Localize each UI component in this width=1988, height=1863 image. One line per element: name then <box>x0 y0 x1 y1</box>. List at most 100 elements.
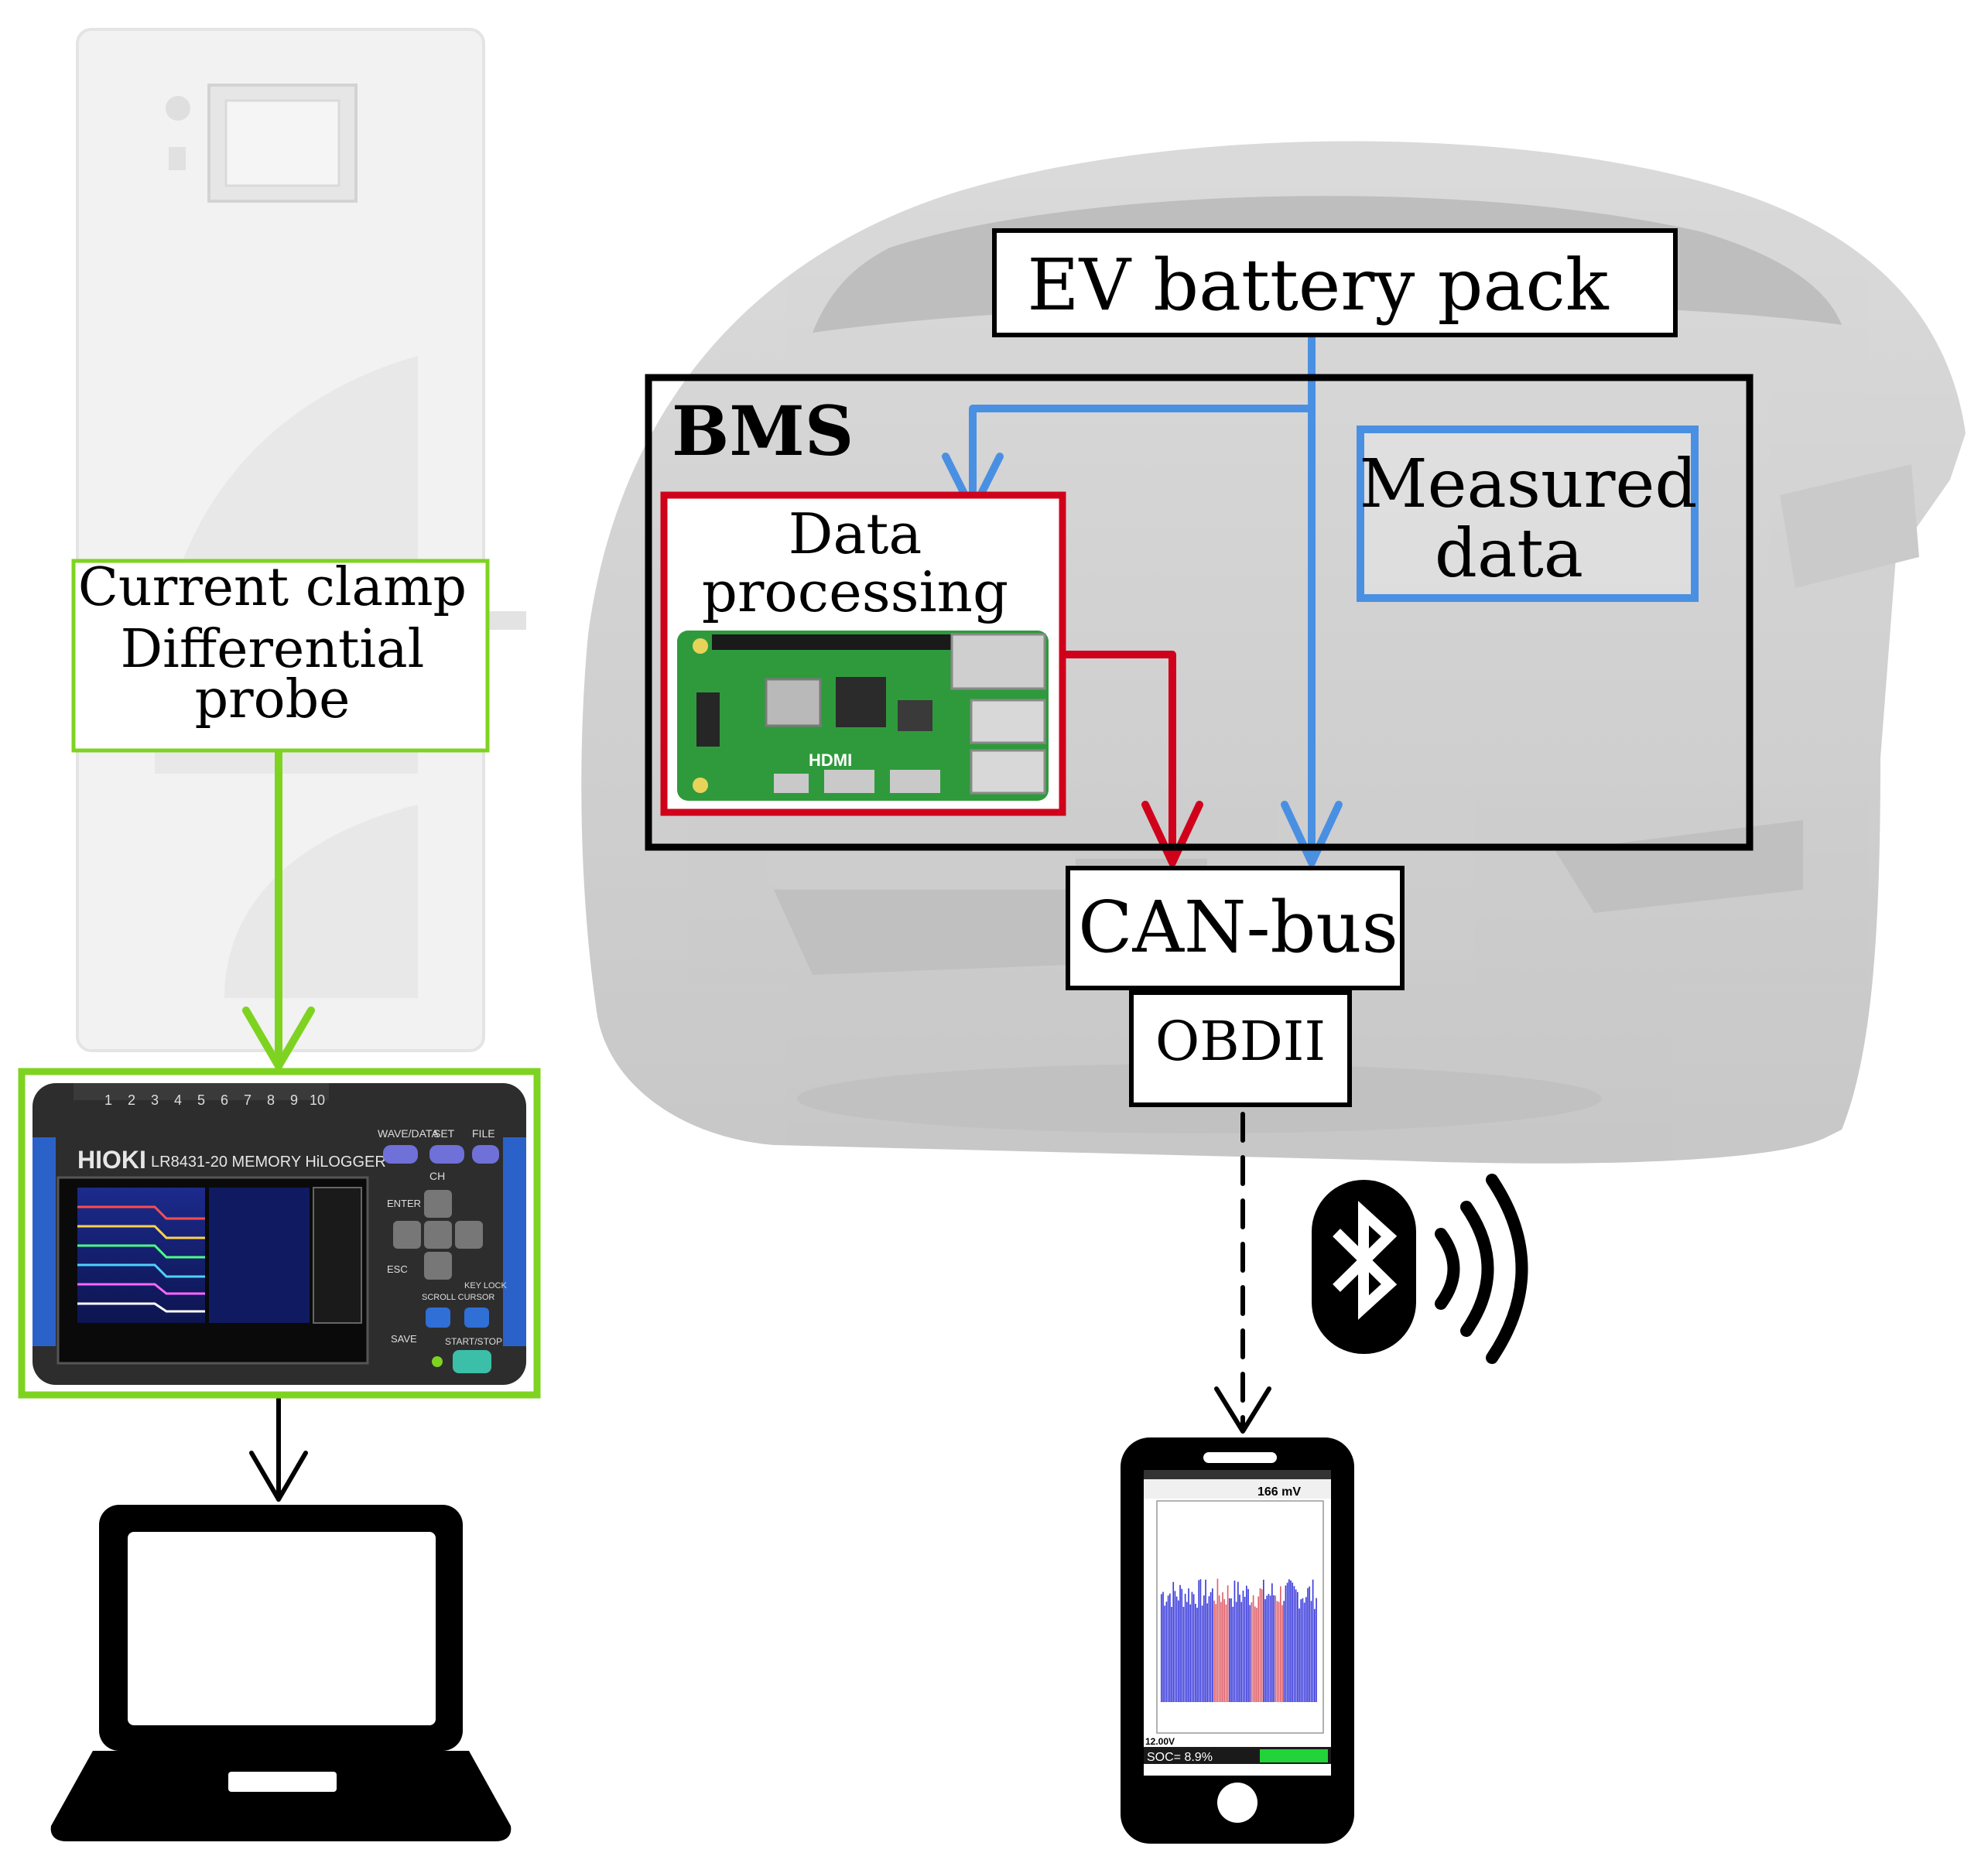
phone-bar <box>1292 1582 1294 1702</box>
phone-bar <box>1293 1586 1295 1702</box>
arrow-down-icon <box>242 1007 315 1070</box>
ev-battery-pack-box: EV battery pack <box>992 228 1678 337</box>
logger-file-button <box>472 1145 499 1164</box>
data-logger-device: 1 2 3 4 5 6 7 8 9 10 HIOKI LR8431-20 MEM… <box>18 1068 541 1399</box>
phone-bar <box>1212 1588 1213 1702</box>
phone-voltage: 12.00V <box>1145 1736 1175 1747</box>
phone-bar <box>1199 1579 1202 1702</box>
red-connector <box>1055 651 1176 867</box>
phone-bar <box>1181 1588 1183 1702</box>
phone-bar <box>1316 1598 1317 1702</box>
phone-bar <box>1259 1588 1261 1702</box>
phone-bar <box>1307 1588 1309 1702</box>
phone-bar <box>1283 1601 1285 1702</box>
phone-bar <box>1179 1584 1181 1702</box>
phone-bar <box>1297 1591 1299 1702</box>
phone-bar <box>1215 1604 1217 1702</box>
logger-channel-labels: 1 2 3 4 5 6 7 8 9 10 <box>104 1092 325 1108</box>
phone-bar <box>1213 1600 1215 1702</box>
phone-bar <box>1257 1596 1260 1702</box>
can-bus-box: CAN-bus <box>1066 866 1405 990</box>
smartphone-icon: 166 mV 12.00V SOC= 8.9% <box>1121 1437 1354 1844</box>
phone-bar <box>1201 1605 1203 1702</box>
wireless-signal-icon <box>1435 1174 1528 1364</box>
phone-bar <box>1218 1595 1220 1702</box>
logger-model: LR8431-20 MEMORY HiLOGGER <box>151 1154 386 1171</box>
phone-bar <box>1309 1586 1311 1702</box>
svg-text:2: 2 <box>128 1092 135 1108</box>
phone-bar <box>1230 1598 1232 1702</box>
phone-bar <box>1208 1596 1210 1702</box>
raspberry-pi-board: HDMI <box>677 631 1049 801</box>
logger-wave-button <box>383 1145 418 1164</box>
data-processing-box: Data processing HDMI <box>660 491 1066 816</box>
logger-start-stop-button <box>453 1350 491 1373</box>
phone-bar <box>1271 1583 1273 1702</box>
phone-bar <box>1229 1598 1230 1702</box>
phone-bar <box>1206 1603 1209 1702</box>
phone-bar <box>1249 1605 1251 1702</box>
logger-enter-label: ENTER <box>387 1198 421 1209</box>
phone-bar <box>1182 1606 1185 1702</box>
phone-bar <box>1290 1580 1292 1702</box>
sensor-label-line3: probe <box>195 669 351 730</box>
phone-bar <box>1234 1581 1236 1702</box>
logger-set-label: SET <box>433 1127 455 1140</box>
phone-bar <box>1198 1580 1200 1702</box>
phone-bar <box>1195 1604 1196 1702</box>
phone-bar <box>1162 1591 1164 1702</box>
phone-cell-voltage-bars <box>1161 1578 1317 1702</box>
phone-bar <box>1239 1595 1240 1702</box>
bluetooth-icon <box>1312 1180 1416 1354</box>
phone-bar <box>1254 1606 1256 1702</box>
svg-text:10: 10 <box>310 1092 325 1108</box>
can-bus-label: CAN-bus <box>1078 886 1398 969</box>
phone-bar <box>1167 1595 1169 1702</box>
phone-bar <box>1227 1585 1229 1702</box>
logger-start-stop-label: START/STOP <box>445 1336 502 1347</box>
phone-home-button <box>1217 1783 1257 1823</box>
phone-reading: 166 mV <box>1257 1485 1301 1499</box>
phone-bar <box>1203 1595 1205 1702</box>
logger-right-button <box>455 1221 483 1249</box>
phone-bar <box>1192 1594 1195 1702</box>
logger-status-led <box>432 1356 443 1367</box>
bms-label: BMS <box>672 391 854 471</box>
phone-bar <box>1276 1601 1278 1702</box>
logger-left-button <box>393 1221 421 1249</box>
phone-bar <box>1305 1597 1307 1702</box>
phone-bar <box>1303 1602 1305 1702</box>
svg-text:3: 3 <box>151 1092 159 1108</box>
phone-bar <box>1164 1605 1166 1702</box>
phone-bar <box>1223 1598 1226 1702</box>
phone-bar <box>1278 1601 1280 1702</box>
logger-down-button <box>424 1252 452 1280</box>
phone-bar <box>1251 1602 1253 1702</box>
logger-set-button <box>429 1145 464 1164</box>
phone-bar <box>1178 1600 1179 1702</box>
phone-bar <box>1261 1589 1263 1702</box>
phone-bar <box>1247 1588 1249 1702</box>
logger-esc-label: ESC <box>387 1263 408 1275</box>
phone-bar <box>1273 1595 1275 1702</box>
phone-bar <box>1312 1579 1314 1702</box>
phone-bar <box>1232 1606 1234 1702</box>
phone-bar <box>1299 1608 1300 1702</box>
phone-bar <box>1210 1592 1212 1702</box>
phone-bar <box>1174 1591 1176 1702</box>
phone-bar <box>1240 1601 1243 1702</box>
phone-bar <box>1191 1591 1193 1702</box>
sensor-label-line1: Current clamp <box>78 557 467 618</box>
phone-bar <box>1235 1601 1237 1702</box>
phone-bar <box>1220 1601 1222 1702</box>
phone-bar <box>1269 1595 1271 1702</box>
arrow-down-icon <box>1281 801 1343 867</box>
blue-connector-branch <box>969 405 1316 514</box>
svg-text:7: 7 <box>244 1092 251 1108</box>
phone-bar <box>1184 1594 1186 1702</box>
logger-brand: HIOKI <box>77 1146 146 1174</box>
phone-bar <box>1286 1582 1288 1702</box>
svg-text:6: 6 <box>221 1092 228 1108</box>
logger-center-button <box>424 1221 452 1249</box>
phone-bar <box>1165 1601 1168 1702</box>
